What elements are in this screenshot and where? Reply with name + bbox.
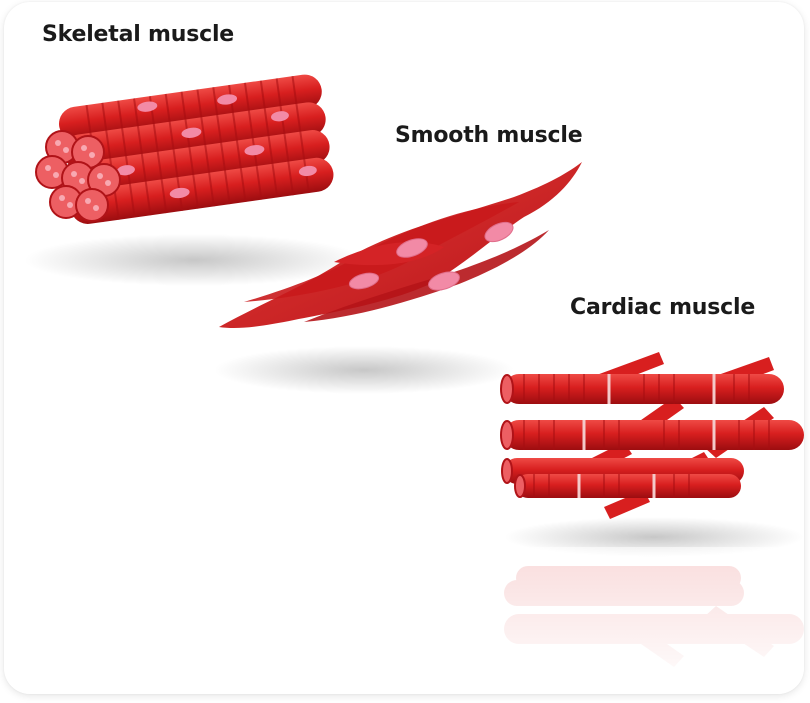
cardiac-muscle-fibers: [501, 352, 804, 519]
muscle-illustration: [4, 2, 804, 694]
skeletal-muscle-bundle: [36, 72, 336, 226]
diagram-card: Skeletal muscle Smooth muscle Cardiac mu…: [4, 2, 804, 694]
skeletal-muscle-label: Skeletal muscle: [42, 22, 234, 47]
smooth-shadow: [214, 346, 514, 394]
smooth-muscle-label: Smooth muscle: [395, 123, 582, 148]
cardiac-muscle-label: Cardiac muscle: [570, 295, 755, 320]
